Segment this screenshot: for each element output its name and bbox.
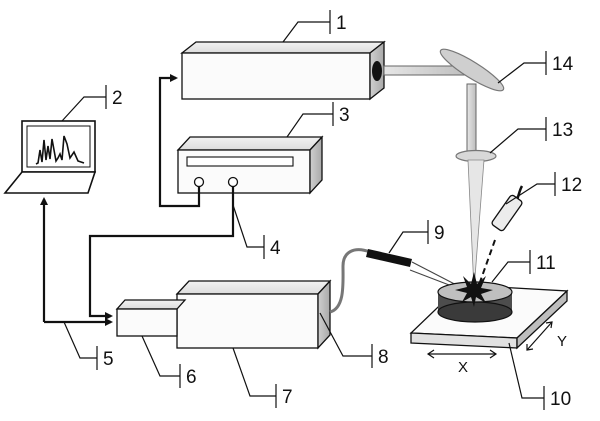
- spectrum-trace: [35, 135, 85, 165]
- label-10: 10: [550, 389, 571, 410]
- label-2: 2: [112, 88, 123, 109]
- laser-beam-vertical: [466, 83, 477, 153]
- probe-detector: [479, 185, 524, 283]
- leader-lines: [61, 10, 556, 410]
- focused-beam: [467, 159, 485, 291]
- x-axis-arrow: [426, 349, 498, 359]
- label-5: 5: [103, 349, 114, 370]
- y-axis-label: Y: [557, 333, 567, 350]
- laser-head: [180, 40, 386, 101]
- label-13: 13: [552, 120, 573, 141]
- signal-cables: [40, 74, 235, 326]
- laser-controller: [176, 135, 324, 195]
- iccd-detector: [115, 299, 187, 337]
- label-11: 11: [536, 253, 556, 274]
- label-14: 14: [552, 54, 574, 75]
- label-7: 7: [282, 387, 293, 408]
- plasma-spark: [455, 272, 493, 307]
- label-3: 3: [339, 105, 350, 126]
- label-9: 9: [434, 223, 445, 244]
- laptop-computer: [3, 120, 97, 194]
- optical-fiber: [329, 248, 371, 314]
- x-axis-label: X: [458, 359, 468, 376]
- y-axis-arrow: [526, 321, 553, 351]
- label-12: 12: [561, 175, 582, 196]
- label-8: 8: [378, 347, 389, 368]
- label-4: 4: [270, 238, 281, 259]
- label-1: 1: [336, 13, 347, 34]
- label-6: 6: [186, 367, 197, 388]
- spectrometer: [175, 279, 332, 350]
- mirror: [439, 48, 505, 92]
